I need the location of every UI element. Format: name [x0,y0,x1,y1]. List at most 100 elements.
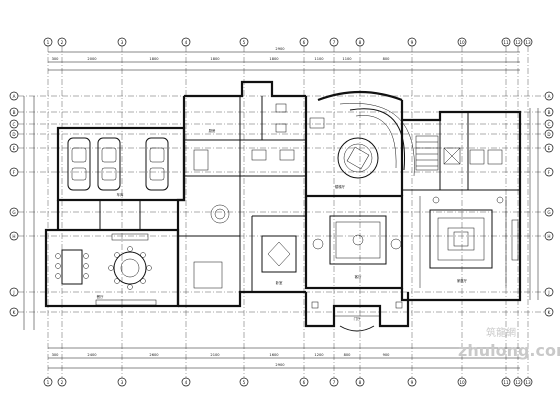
grid-bubble-top: 2 [57,37,67,47]
svg-text:1: 1 [47,40,50,45]
top-dimension-label: 1100 [314,57,324,61]
grid-bubble-bottom: 8 [355,377,365,387]
service-rooms [193,103,503,171]
grid-bubble-top: 7 [329,37,339,47]
bottom-dimension-label: 900 [383,353,391,357]
watermark-main: zhulong.com [458,341,560,360]
grid-bubble-top: 13 [523,37,533,47]
top-dimension-label: 1800 [210,57,220,61]
svg-text:5: 5 [243,40,246,45]
svg-text:A: A [548,94,551,99]
grid-bubble-bottom: 11 [501,377,511,387]
bedroom-feature [193,204,297,289]
grid-bubble-top: 5 [239,37,249,47]
svg-text:4: 4 [185,40,188,45]
garage-cars [67,137,169,191]
grid-bubble-bottom: 9 [407,377,417,387]
svg-text:5: 5 [243,380,246,385]
grid-bubble-top: 6 [299,37,309,47]
grid-bubble-left: K [9,307,19,317]
stair-hall [337,103,415,179]
interior-partitions [99,96,520,292]
top-dimension-label: 1100 [342,57,352,61]
stair-hall-label: 楼梯厅 [335,184,346,189]
svg-text:H: H [12,234,15,239]
svg-text:9: 9 [411,380,414,385]
grid-bubble-right: D [544,129,554,139]
grid-bubble-bottom: 12 [513,377,523,387]
dining-furniture [55,233,157,306]
side-dimension-lines [23,96,539,330]
grid-bubble-left: J [9,287,19,297]
svg-text:J: J [12,290,14,295]
svg-text:E: E [13,146,16,151]
svg-text:1: 1 [47,380,50,385]
bottom-dimension-label: 1600 [269,353,279,357]
grid-bubble-right: H [544,231,554,241]
living-room [312,215,402,265]
grid-bubble-bottom: 13 [523,377,533,387]
svg-text:G: G [12,210,15,215]
dining-label: 餐厅 [97,294,104,299]
bottom-dimension-label: 2400 [87,353,97,357]
grid-bubble-top: 8 [355,37,365,47]
svg-text:J: J [547,290,549,295]
svg-text:12: 12 [515,40,521,45]
grid-bubble-left: D [9,129,19,139]
svg-text:11: 11 [503,40,509,45]
svg-text:10: 10 [459,40,465,45]
svg-text:7: 7 [333,40,336,45]
bottom-dimension-label: 2600 [149,353,159,357]
top-dimension-label: 800 [383,57,391,61]
svg-text:K: K [548,310,551,315]
grid-bubble-bottom: 10 [457,377,467,387]
grid-bubble-bottom: 4 [181,377,191,387]
grid-bubble-top: 3 [117,37,127,47]
svg-text:2: 2 [61,380,64,385]
grid-bubble-top: 10 [457,37,467,47]
svg-text:8: 8 [359,380,362,385]
svg-text:6: 6 [303,380,306,385]
svg-text:12: 12 [515,380,521,385]
svg-text:4: 4 [185,380,188,385]
bedroom-label: 卧室 [276,280,283,285]
svg-text:3: 3 [121,40,124,45]
svg-text:H: H [547,234,550,239]
entry-label: 门厅 [354,316,361,321]
grid-bubble-top: 1 [43,37,53,47]
svg-text:E: E [548,146,551,151]
grid-bubble-bottom: 6 [299,377,309,387]
grid-bubble-bottom: 5 [239,377,249,387]
svg-text:D: D [12,132,15,137]
top-dimension-label: 1800 [149,57,159,61]
svg-text:11: 11 [503,380,509,385]
top-overall-dimension: 2900 [275,47,285,51]
svg-text:C: C [548,122,551,127]
grid-bubble-right: J [544,287,554,297]
grid-bubble-left: E [9,143,19,153]
living-label: 客厅 [355,274,362,279]
svg-text:13: 13 [525,40,531,45]
svg-text:10: 10 [459,380,465,385]
grid-bubble-bottom: 1 [43,377,53,387]
svg-text:6: 6 [303,40,306,45]
grid-bubble-left: F [9,167,19,177]
grid-bubble-right: G [544,207,554,217]
grid-bubble-right: B [544,107,554,117]
svg-text:F: F [548,170,551,175]
grid-bubble-left: A [9,91,19,101]
watermark-sub: 筑龍網 [486,326,516,339]
bottom-overall-dimension: 2900 [275,363,285,367]
grid-bubble-top: 11 [501,37,511,47]
top-dimension-label: 1800 [269,57,279,61]
svg-text:D: D [547,132,550,137]
svg-text:F: F [13,170,16,175]
service-stairs [415,135,461,171]
svg-text:B: B [548,110,551,115]
garage-label: 车库 [117,192,124,197]
grid-bubble-left: H [9,231,19,241]
